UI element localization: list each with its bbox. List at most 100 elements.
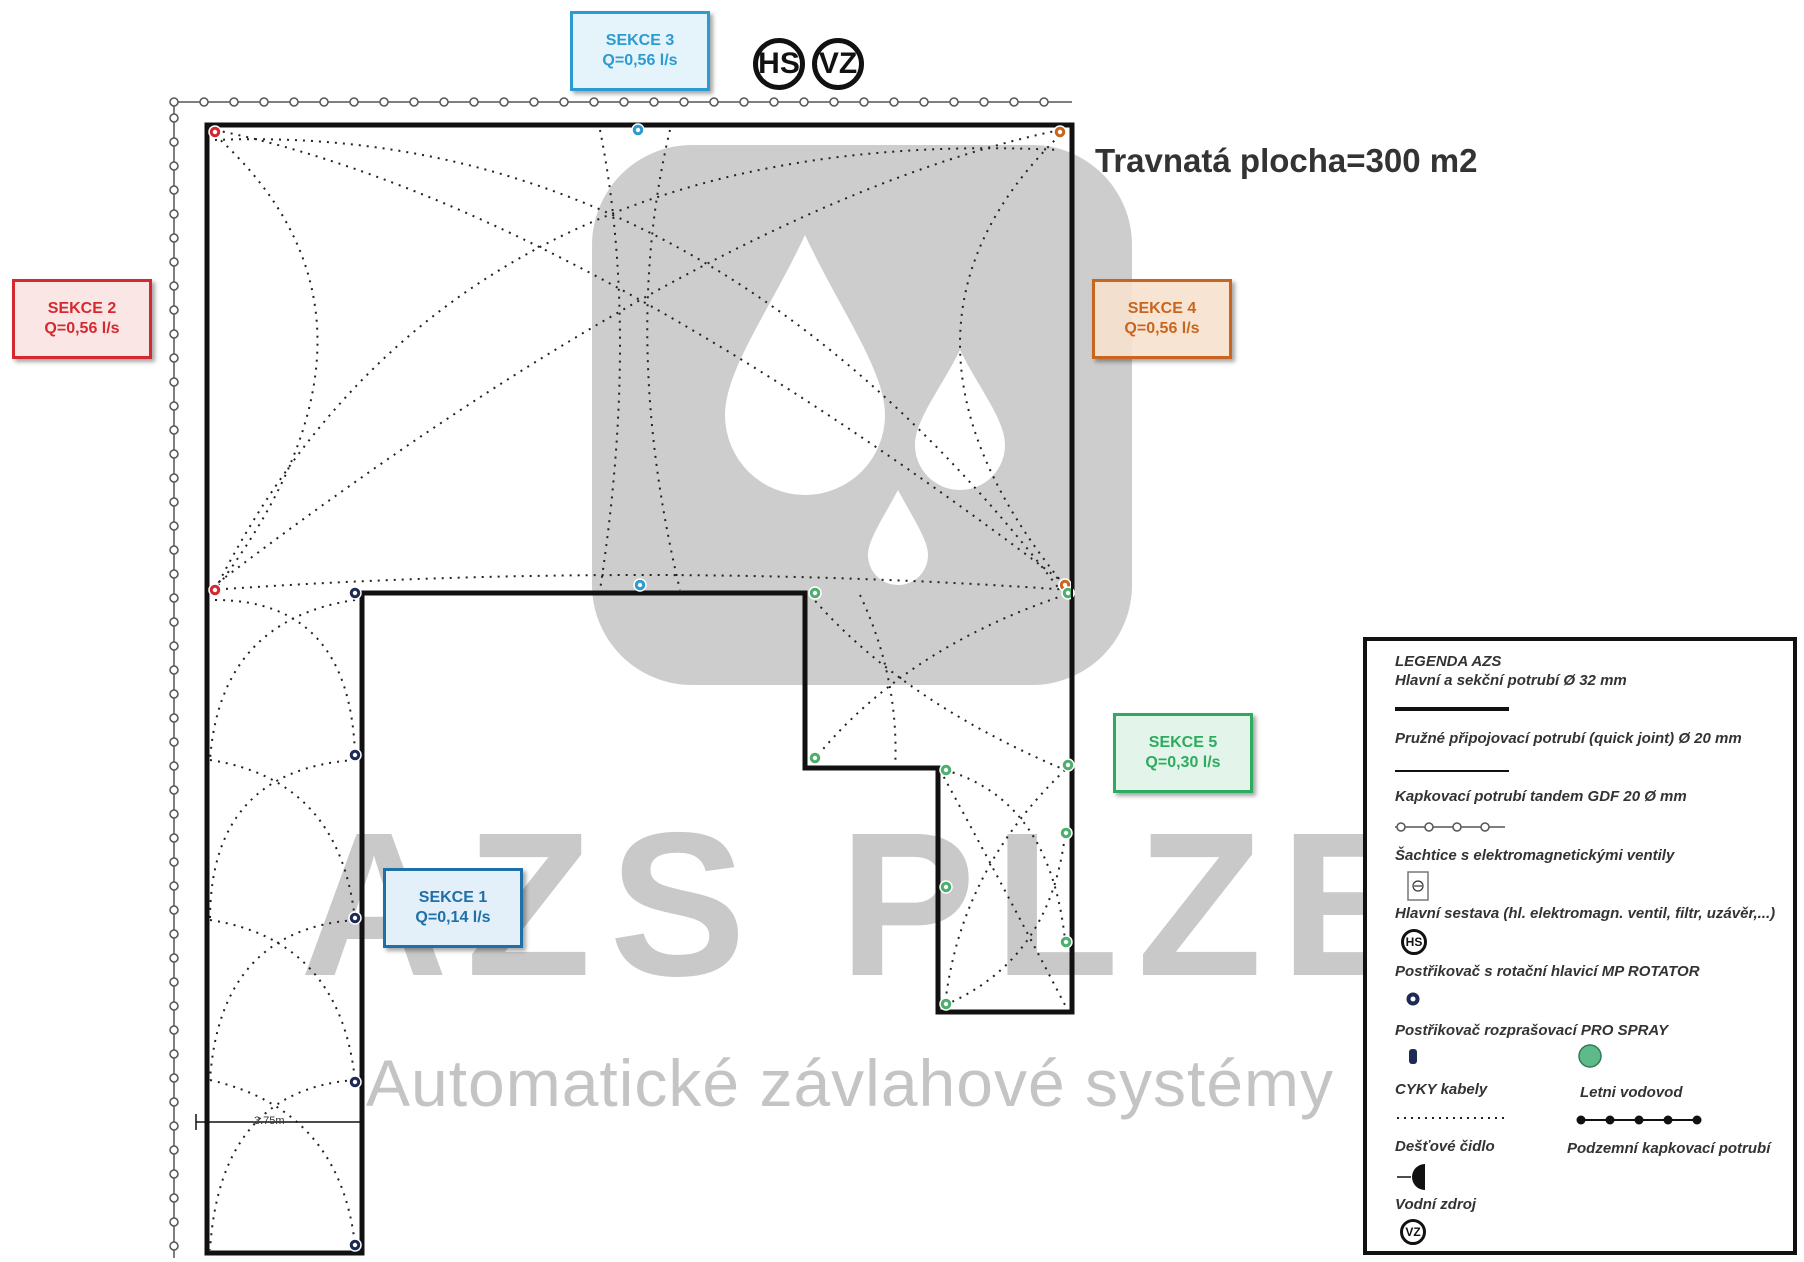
legend-item-label: Šachtice s elektromagnetickými ventily bbox=[1395, 847, 1675, 864]
drip-emitter bbox=[229, 97, 239, 107]
drip-emitter bbox=[589, 97, 599, 107]
drip-emitter bbox=[169, 641, 179, 651]
drip-emitter bbox=[919, 97, 929, 107]
section-2-box: SEKCE 2 Q=0,56 l/s bbox=[12, 279, 152, 359]
drip-emitter bbox=[169, 1193, 179, 1203]
sprinkler-head-center bbox=[812, 755, 818, 761]
sprinkler-head-center bbox=[943, 767, 949, 773]
drip-emitter bbox=[649, 97, 659, 107]
vz-label: VZ bbox=[818, 47, 858, 80]
summer-water-icon bbox=[1578, 1044, 1602, 1068]
drip-emitter bbox=[169, 1073, 179, 1083]
drip-emitter bbox=[169, 737, 179, 747]
drip-emitter bbox=[169, 929, 179, 939]
drip-emitter bbox=[169, 209, 179, 219]
drip-emitter bbox=[169, 665, 179, 675]
drip-emitter bbox=[169, 785, 179, 795]
sprinkler-head-center bbox=[352, 752, 358, 758]
dimension-label: 3.75m bbox=[254, 1115, 285, 1127]
section-2-name: SEKCE 2 bbox=[47, 300, 117, 317]
watermark-logo bbox=[592, 145, 1132, 685]
rotator-icon bbox=[1406, 992, 1420, 1006]
drip-emitter bbox=[169, 353, 179, 363]
drip-emitter bbox=[169, 449, 179, 459]
section-5-box: SEKCE 5 Q=0,30 l/s bbox=[1113, 713, 1253, 793]
sprinkler-heads bbox=[208, 123, 1075, 1252]
section-1-name: SEKCE 1 bbox=[418, 889, 488, 906]
sprinkler-head-center bbox=[352, 1242, 358, 1248]
sprinkler-head-center bbox=[943, 884, 949, 890]
sprinkler-head-center bbox=[637, 582, 643, 588]
main-pipe-outline bbox=[204, 122, 1075, 1256]
drip-emitter bbox=[169, 1145, 179, 1155]
legend-panel: LEGENDA AZS Hlavní a sekční potrubí Ø 32… bbox=[1363, 637, 1797, 1255]
legend-item-label: Podzemní kapkovací potrubí bbox=[1567, 1140, 1771, 1157]
drip-emitter bbox=[169, 857, 179, 867]
drip-emitter bbox=[169, 545, 179, 555]
cable-icon bbox=[1397, 1117, 1507, 1119]
drip-emitter bbox=[169, 1001, 179, 1011]
drip-emitter bbox=[169, 113, 179, 123]
drip-emitter bbox=[169, 185, 179, 195]
section-4-name: SEKCE 4 bbox=[1127, 300, 1197, 317]
drip-emitter bbox=[169, 881, 179, 891]
sprinkler-head-center bbox=[1063, 830, 1069, 836]
rain-sensor-icon bbox=[1397, 1164, 1425, 1190]
thick-line-icon bbox=[1395, 707, 1509, 711]
legend-item-label: Pružné připojovací potrubí (quick joint)… bbox=[1395, 730, 1742, 747]
area-label: Travnatá plocha=300 m2 bbox=[1095, 142, 1478, 179]
drip-emitter bbox=[169, 761, 179, 771]
drip-emitter bbox=[169, 1217, 179, 1227]
drip-emitter bbox=[709, 97, 719, 107]
drip-emitter bbox=[619, 97, 629, 107]
drip-emitter bbox=[829, 97, 839, 107]
drip-emitters bbox=[169, 97, 1049, 1251]
drip-emitter bbox=[739, 97, 749, 107]
section-4-flow: Q=0,56 l/s bbox=[1124, 320, 1200, 337]
drip-emitter bbox=[169, 1049, 179, 1059]
drip-emitter bbox=[1009, 97, 1019, 107]
section-2-flow: Q=0,56 l/s bbox=[44, 320, 120, 337]
drip-emitter bbox=[289, 97, 299, 107]
sprinkler-head-center bbox=[1062, 582, 1068, 588]
drip-emitter bbox=[259, 97, 269, 107]
sprinkler-head-center bbox=[1065, 590, 1071, 596]
sprinkler-head-center bbox=[352, 1079, 358, 1085]
drip-emitter bbox=[169, 305, 179, 315]
sprinkler-head-center bbox=[635, 127, 641, 133]
drip-emitter bbox=[169, 905, 179, 915]
drip-emitter bbox=[409, 97, 419, 107]
drip-emitter bbox=[439, 97, 449, 107]
drip-emitter bbox=[169, 833, 179, 843]
section-5-name: SEKCE 5 bbox=[1148, 734, 1218, 751]
spray-icon bbox=[1409, 1049, 1417, 1064]
legend-hs-symbol: HS bbox=[1405, 935, 1423, 949]
drip-emitter bbox=[679, 97, 689, 107]
drip-emitter bbox=[379, 97, 389, 107]
drip-emitter bbox=[169, 617, 179, 627]
legend-item-label: Dešťové čidlo bbox=[1395, 1138, 1495, 1155]
drip-emitter bbox=[169, 161, 179, 171]
legend-vz-symbol: VZ bbox=[1405, 1225, 1421, 1239]
drip-emitter bbox=[889, 97, 899, 107]
hs-icon: HS bbox=[1401, 929, 1427, 955]
drip-line-icon bbox=[1395, 822, 1505, 832]
water-source-vz-icon: VZ bbox=[812, 38, 864, 90]
drip-emitter bbox=[169, 1169, 179, 1179]
drip-emitter bbox=[169, 1121, 179, 1131]
legend-item-label: Postřikovač rozprašovací PRO SPRAY bbox=[1395, 1022, 1669, 1039]
drip-emitter bbox=[169, 425, 179, 435]
drip-emitter bbox=[169, 977, 179, 987]
drip-emitter bbox=[349, 97, 359, 107]
drip-emitter bbox=[169, 713, 179, 723]
drip-emitter bbox=[529, 97, 539, 107]
drip-emitter bbox=[169, 689, 179, 699]
drip-emitter bbox=[859, 97, 869, 107]
drip-emitter bbox=[469, 97, 479, 107]
valve-box-icon bbox=[1407, 871, 1429, 901]
subsurface-drip-icon bbox=[1576, 1115, 1702, 1125]
drip-emitter bbox=[769, 97, 779, 107]
drip-emitter bbox=[169, 521, 179, 531]
drip-emitter bbox=[169, 497, 179, 507]
spray-coverage-arcs bbox=[209, 129, 1071, 1251]
